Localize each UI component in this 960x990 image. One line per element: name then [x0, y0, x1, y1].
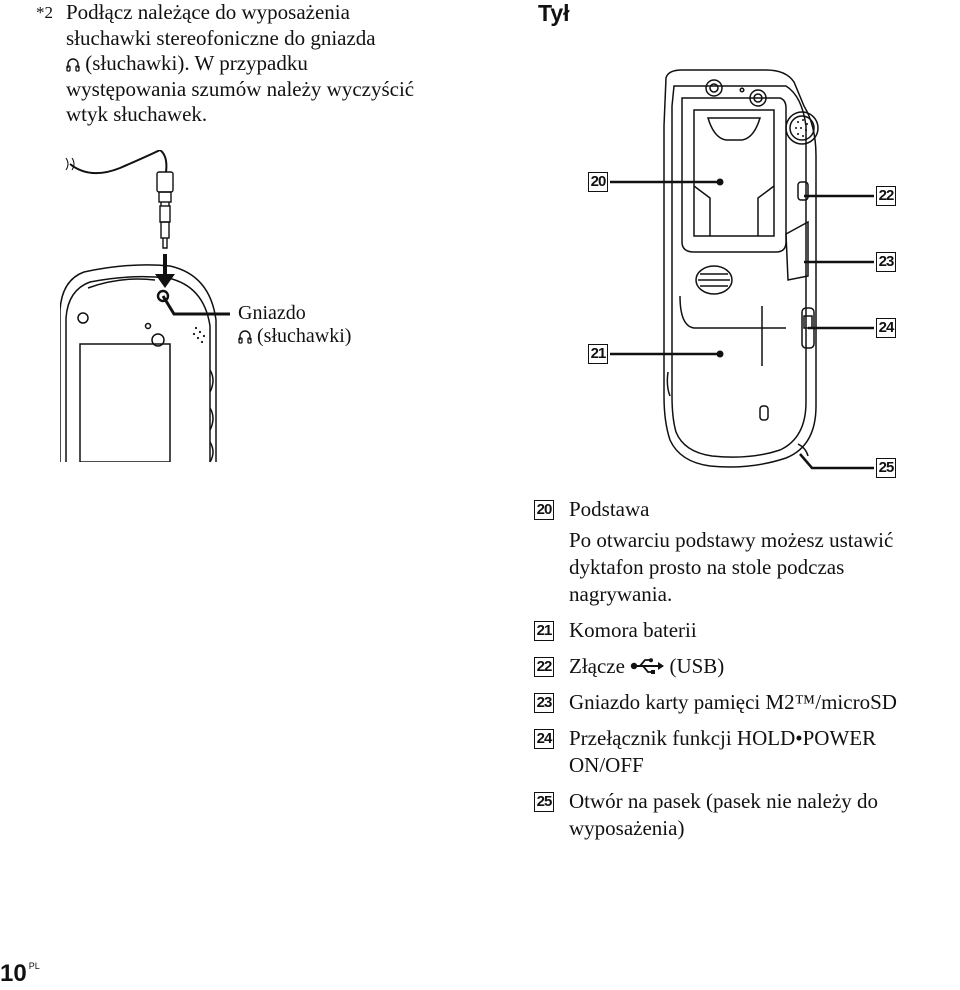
- legend-number: 21: [534, 621, 554, 641]
- headphone-icon: [66, 57, 80, 72]
- headphone-jack-label: Gniazdo (słuchawki): [238, 302, 351, 348]
- device-front-illustration: [60, 150, 230, 462]
- callout-23: 23: [876, 252, 896, 272]
- callout-20: 20: [588, 172, 608, 192]
- headphone-icon: [238, 329, 252, 344]
- legend-item: 24 Przełącznik funkcji HOLD•POWER ON/OFF: [534, 725, 960, 779]
- legend-number: 23: [534, 693, 554, 713]
- callout-21: 21: [588, 344, 608, 364]
- legend-description: Po otwarciu podstawy możesz ustawić dykt…: [569, 527, 960, 608]
- legend-item: 20 Podstawa Po otwarciu podstawy możesz …: [534, 496, 960, 608]
- footnote-line: słuchawki stereofoniczne do gniazda: [66, 25, 376, 50]
- legend-description-line: Po otwarciu podstawy możesz ustawić: [569, 528, 894, 552]
- page-language: PL: [28, 961, 40, 971]
- legend-number: 22: [534, 657, 554, 677]
- footnote-text: Podłącz należące do wyposażenia słuchawk…: [66, 0, 486, 128]
- callout-25: 25: [876, 458, 896, 478]
- legend-title: Gniazdo karty pamięci M2™/microSD: [569, 690, 897, 714]
- legend-item: 21 Komora baterii: [534, 617, 960, 644]
- legend-description-line: nagrywania.: [569, 582, 673, 606]
- legend-number: 24: [534, 729, 554, 749]
- footnote-mark: *2: [36, 3, 53, 22]
- usb-icon: [630, 658, 665, 674]
- jack-label-tail: (słuchawki): [252, 325, 352, 347]
- footnote-line: występowania szumów należy wyczyścić: [66, 76, 415, 101]
- legend-title: Podstawa: [569, 497, 650, 521]
- page-number-value: 10: [0, 960, 27, 987]
- legend-number: 20: [534, 500, 554, 520]
- legend-number: 25: [534, 792, 554, 812]
- legend-title: Komora baterii: [569, 618, 697, 642]
- legend-title-start: Złącze: [569, 654, 631, 678]
- legend-item: 23 Gniazdo karty pamięci M2™/microSD: [534, 689, 960, 716]
- legend-title-line2: ON/OFF: [569, 753, 644, 777]
- legend-item: 22 Złącze (USB): [534, 653, 960, 680]
- legend-title: Otwór na pasek (pasek nie należy do: [569, 789, 879, 813]
- footnote-line: Podłącz należące do wyposażenia: [66, 0, 350, 24]
- legend-description-line: dyktafon prosto na stole podczas: [569, 555, 845, 579]
- jack-label-line: (słuchawki): [238, 325, 351, 348]
- legend-title: Przełącznik funkcji HOLD•POWER: [569, 726, 877, 750]
- callout-24: 24: [876, 318, 896, 338]
- footnote-line-tail: (słuchawki). W przypadku: [80, 51, 308, 75]
- device-rear-illustration: [610, 69, 874, 470]
- section-title: Tył: [538, 0, 570, 26]
- parts-legend: 20 Podstawa Po otwarciu podstawy możesz …: [534, 496, 960, 851]
- legend-title: Złącze (USB): [569, 653, 960, 680]
- footnote-line: wtyk słuchawek.: [66, 102, 208, 126]
- callout-22: 22: [876, 186, 896, 206]
- jack-label-line: Gniazdo: [238, 302, 306, 324]
- footnote-line: (słuchawki). W przypadku: [66, 51, 486, 77]
- legend-title-end: (USB): [664, 654, 725, 678]
- legend-item: 25 Otwór na pasek (pasek nie należy do w…: [534, 788, 960, 842]
- legend-title-line2: wyposażenia): [569, 816, 685, 840]
